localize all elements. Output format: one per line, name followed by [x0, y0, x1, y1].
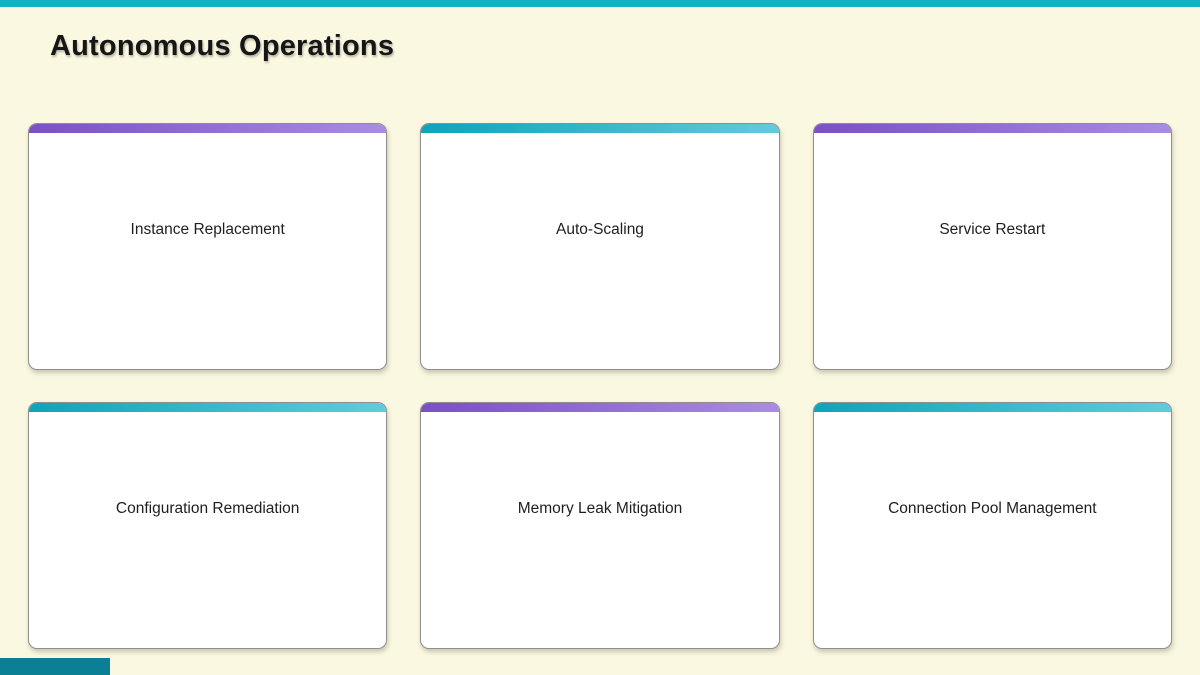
- card-instance-replacement[interactable]: Instance Replacement: [28, 123, 388, 370]
- card-label: Memory Leak Mitigation: [517, 500, 683, 517]
- card-accent-bar: [813, 124, 1171, 133]
- footer-bar-fragment: [0, 658, 110, 675]
- page-title: Autonomous Operations: [50, 30, 395, 62]
- card-accent-bar: [29, 403, 387, 412]
- card-label: Instance Replacement: [130, 221, 285, 238]
- top-accent-bar: [0, 0, 1200, 7]
- card-grid: Instance Replacement Auto-Scaling Servic…: [28, 123, 1172, 649]
- card-service-restart[interactable]: Service Restart: [812, 123, 1172, 370]
- card-label: Service Restart: [939, 221, 1046, 238]
- card-accent-bar: [421, 403, 779, 412]
- card-label: Configuration Remediation: [115, 500, 300, 517]
- card-label: Auto-Scaling: [556, 221, 644, 238]
- card-accent-bar: [29, 124, 387, 133]
- card-auto-scaling[interactable]: Auto-Scaling: [420, 123, 780, 370]
- card-label: Connection Pool Management: [888, 500, 1097, 517]
- card-memory-leak-mitigation[interactable]: Memory Leak Mitigation: [420, 402, 780, 649]
- card-configuration-remediation[interactable]: Configuration Remediation: [28, 402, 388, 649]
- card-accent-bar: [421, 124, 779, 133]
- card-connection-pool-management[interactable]: Connection Pool Management: [812, 402, 1172, 649]
- card-accent-bar: [813, 403, 1171, 412]
